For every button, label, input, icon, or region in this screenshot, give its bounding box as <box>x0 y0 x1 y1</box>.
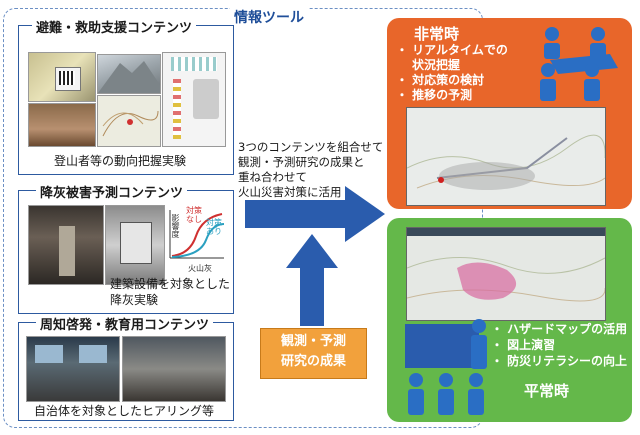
curve-countermeasure <box>171 223 225 258</box>
seminar-photo-2 <box>122 336 226 402</box>
observation-research-label: 観測・予測 研究の成果 <box>260 328 367 379</box>
data-sheet-photo <box>162 52 226 147</box>
section-ashfall-caption-1: 建築設備を対象とした <box>110 277 231 291</box>
meeting-people-icon <box>540 27 618 101</box>
emergency-map <box>406 107 606 206</box>
frame-title: 情報ツール <box>230 7 308 27</box>
contour-lines <box>102 110 159 137</box>
mountain-photo <box>97 54 161 94</box>
normal-bullet-1: ・ ハザードマップの活用 <box>491 322 628 336</box>
label-line-2: 研究の成果 <box>280 354 346 369</box>
curve-no-countermeasure <box>171 213 223 257</box>
damage-graph-svg <box>169 210 225 259</box>
up-arrow-icon <box>286 234 338 326</box>
emergency-bullet-1: ・ リアルタイムでの <box>396 43 508 57</box>
volcano-photo <box>28 103 96 147</box>
presenter-icon <box>471 319 487 369</box>
emergency-title: 非常時 <box>414 25 460 43</box>
center-line-3: 重ね合わせて <box>238 170 307 184</box>
seminar-photo-1 <box>26 336 120 402</box>
normal-map <box>406 227 606 321</box>
gps-device-photo <box>28 52 96 102</box>
graph-xlabel: 火山灰 <box>188 264 212 273</box>
damage-graph <box>166 208 226 264</box>
center-line-2: 観測・予測研究の成果と <box>238 155 365 169</box>
graph-curve1-label: 対策なし <box>186 206 202 224</box>
normal-title: 平常時 <box>524 382 570 400</box>
section-evacuation-caption: 登山者等の動向把握実験 <box>54 154 187 168</box>
right-arrow-icon <box>245 186 385 242</box>
emergency-bullet-1b: 状況把握 <box>412 58 461 72</box>
section-ashfall-title: 降灰被害予測コンテンツ <box>36 182 188 201</box>
center-line-1: 3つのコンテンツを組合せて <box>238 140 384 154</box>
ash-experiment-photo <box>28 205 104 285</box>
normal-bullet-2: ・ 図上演習 <box>491 338 556 352</box>
normal-map-svg <box>407 256 605 302</box>
center-line-4: 火山災害対策に活用 <box>238 185 342 199</box>
emergency-bullet-2: ・ 対応策の検討 <box>396 73 485 87</box>
section-ashfall-caption-2: 降灰実験 <box>110 293 159 307</box>
emergency-map-svg <box>407 134 605 190</box>
center-description: 3つのコンテンツを組合せて 観測・予測研究の成果と 重ね合わせて 火山災害対策に… <box>238 140 398 200</box>
section-education-caption: 自治体を対象としたヒアリング等 <box>34 404 215 418</box>
hazard-board <box>405 324 479 368</box>
emergency-bullet-3: ・ 推移の予測 <box>396 88 473 102</box>
graph-curve2-label: 対策あり <box>206 218 222 236</box>
equipment-photo <box>105 205 165 285</box>
audience-icon <box>408 373 484 415</box>
mountain-shape <box>98 61 160 93</box>
section-evacuation-title: 避難・救助支援コンテンツ <box>32 17 197 36</box>
label-line-1: 観測・予測 <box>280 334 346 349</box>
map-photo <box>97 95 161 147</box>
graph-ylabel: 影響度 <box>171 214 180 238</box>
section-education-title: 周知啓発・教育用コンテンツ <box>36 314 214 333</box>
normal-bullet-3: ・ 防災リテラシーの向上 <box>491 354 627 368</box>
